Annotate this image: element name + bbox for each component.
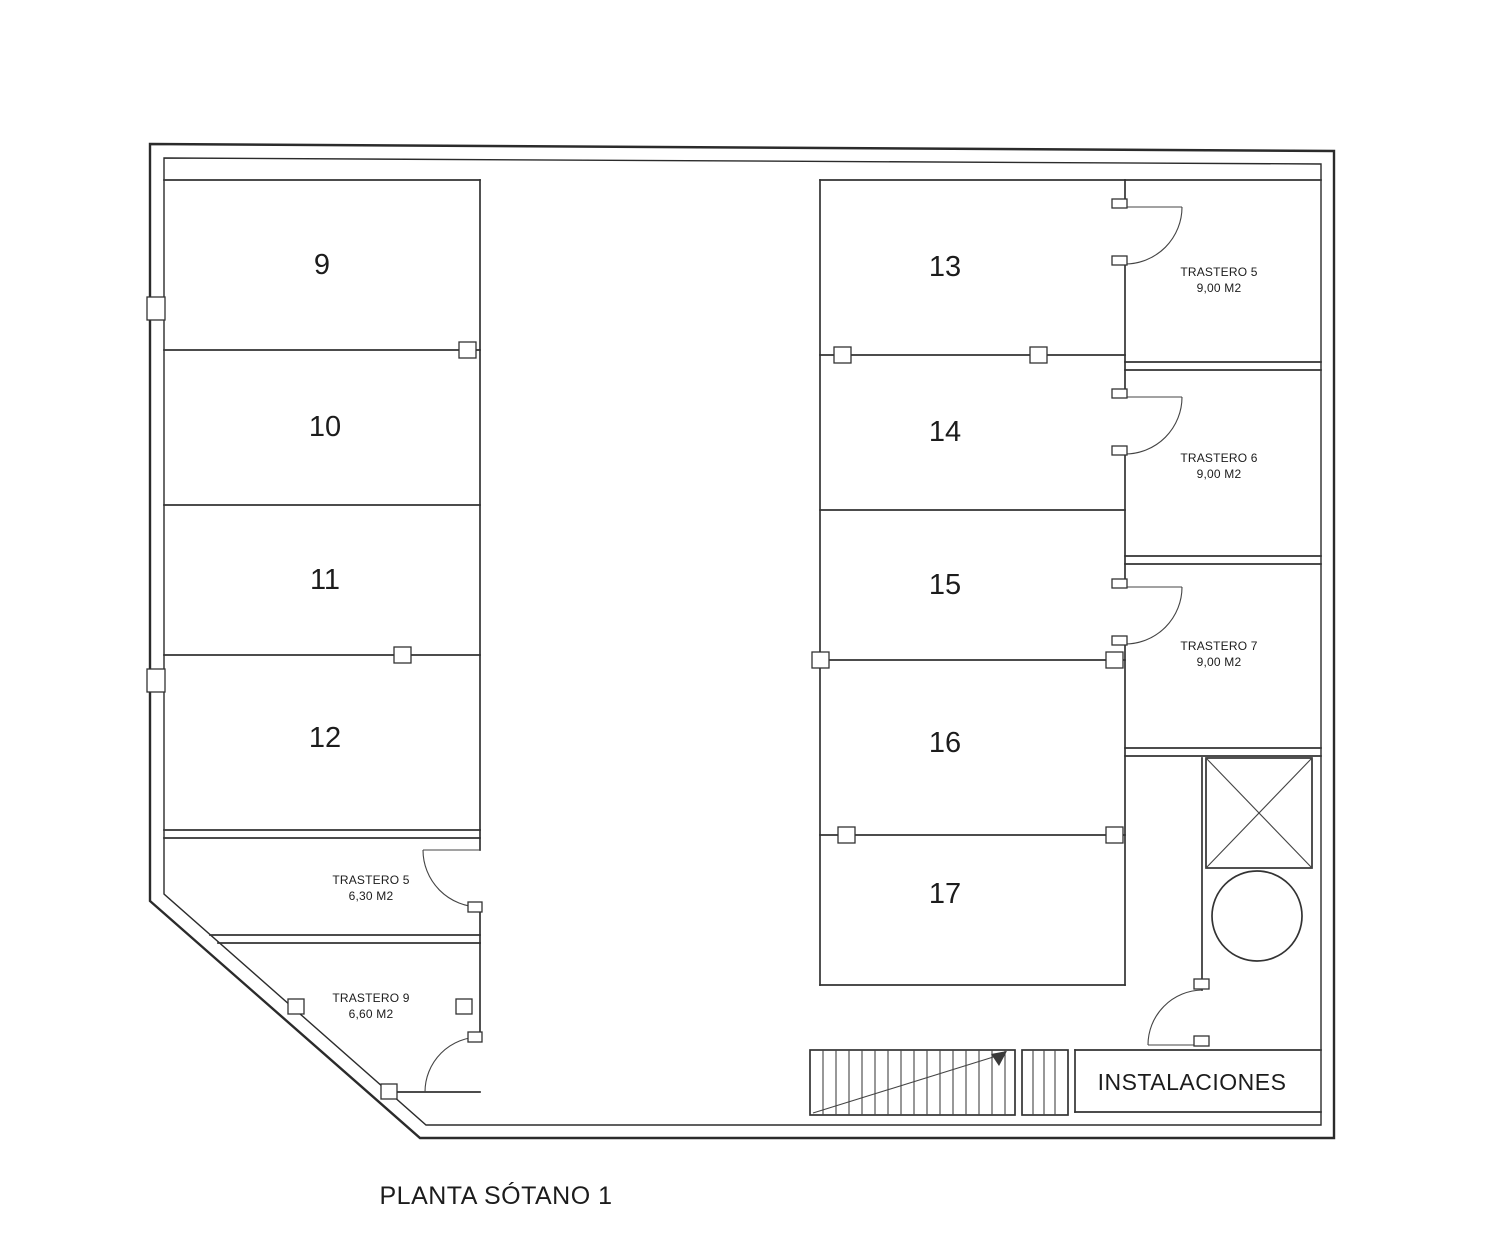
parking-stall-17-number: 17 [929,878,961,910]
door-jamb [467,1031,483,1043]
left-storage-rooms [163,829,481,1093]
parking-stall-15-number: 15 [929,569,961,601]
trastero-right-2-area: 9,00 M2 [1197,467,1242,481]
parking-stall-16-number: 16 [929,727,961,759]
structural-columns [146,296,1124,1100]
right-storage-rooms [1124,179,1322,757]
left-parking-block [163,179,481,831]
trastero-right-1-area: 9,00 M2 [1197,281,1242,295]
elevator-shaft [1205,757,1313,869]
left-storage-labels: TRASTERO 5 6,30 M2 TRASTERO 9 6,60 M2 [332,873,409,1021]
trastero-right-3-name: TRASTERO 7 [1180,639,1257,653]
parking-stall-13-number: 13 [929,251,961,283]
parking-stall-11-number: 11 [310,564,340,596]
door-bottom-right [1147,978,1210,1047]
outer-wall [148,142,1336,1140]
door-left-trastero-9 [424,1031,483,1093]
middle-parking-numbers: 13 14 15 16 17 [929,251,961,910]
trastero-left-2-area: 6,60 M2 [349,1007,394,1021]
plan-title: PLANTA SÓTANO 1 [379,1181,612,1210]
door-right-trastero-6 [1111,388,1183,456]
trastero-left-1-area: 6,30 M2 [349,889,394,903]
middle-parking-block [819,179,1126,986]
door-jamb [1193,978,1210,990]
utility-room-label: INSTALACIONES [1098,1069,1287,1095]
utility-room: INSTALACIONES [1074,1049,1322,1113]
door-jamb [1111,388,1128,399]
door-left-trastero-5 [422,849,483,913]
door-jamb [1111,198,1128,209]
trastero-right-2-name: TRASTERO 6 [1180,451,1257,465]
trastero-left-2-name: TRASTERO 9 [332,991,409,1005]
trastero-right-1-name: TRASTERO 5 [1180,265,1257,279]
door-jamb [1111,445,1128,456]
door-jamb [1111,635,1128,646]
trastero-left-1-name: TRASTERO 5 [332,873,409,887]
parking-stall-14-number: 14 [929,416,961,448]
door-jamb [467,901,483,913]
door-jamb [1193,1035,1210,1047]
door-right-trastero-7 [1111,578,1183,646]
parking-stall-10-number: 10 [309,411,341,443]
parking-stall-9-number: 9 [314,249,330,281]
parking-stall-12-number: 12 [309,722,341,754]
stair-direction-arrow [991,1051,1007,1066]
left-parking-numbers: 9 10 11 12 [309,249,341,754]
door-right-trastero-5 [1111,198,1183,266]
staircase [809,1049,1069,1116]
right-storage-labels: TRASTERO 5 9,00 M2 TRASTERO 6 9,00 M2 TR… [1180,265,1257,669]
door-jamb [1111,578,1128,589]
round-fixture [1211,870,1303,962]
trastero-right-3-area: 9,00 M2 [1197,655,1242,669]
door-jamb [1111,255,1128,266]
